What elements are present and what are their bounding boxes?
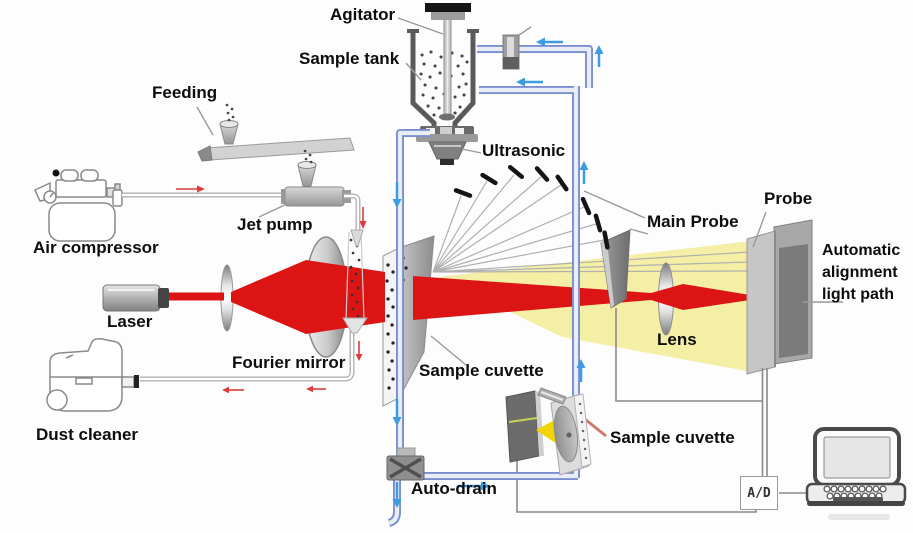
dust-cleaner (46, 338, 139, 412)
flow-arrows-red (176, 185, 367, 394)
probe-detector (746, 219, 813, 375)
label-feeding: Feeding (152, 83, 218, 102)
venturi-nozzle (350, 229, 364, 247)
agitator-motor (425, 3, 471, 12)
label-automatic-alignment-line1: Automatic (822, 242, 901, 259)
suction-hose (140, 330, 355, 382)
label-automatic-alignment: Automatic alignment light path (822, 240, 900, 306)
label-automatic-alignment-line2: alignment (822, 264, 898, 281)
collector-funnel (342, 317, 368, 334)
label-main-probe: Main Probe (647, 212, 739, 231)
label-auto-drain: Auto-drain (411, 479, 497, 498)
particle-free-fall-stream (345, 231, 365, 324)
ad-converter-label: A/D (747, 485, 771, 501)
flow-arrows-blue (392, 37, 604, 508)
label-dust-cleaner: Dust cleaner (36, 425, 139, 444)
label-lens: Lens (657, 330, 697, 349)
label-ultrasonic: Ultrasonic (482, 141, 566, 160)
detector-array-dashes (453, 164, 610, 250)
cuvette-particle-dots (385, 256, 408, 390)
laser-source (102, 284, 169, 312)
wet-sample-cuvette (505, 387, 592, 476)
label-sample-tank: Sample tank (299, 49, 400, 68)
ultrasonic-transducer (416, 126, 478, 165)
feeder-tray (197, 137, 355, 162)
label-automatic-alignment-line3: light path (822, 286, 894, 303)
label-sample-cuvette-dry: Sample cuvette (419, 361, 544, 380)
diffraction-rays (432, 174, 751, 273)
label-agitator: Agitator (330, 5, 396, 24)
laser-beam (167, 260, 750, 334)
jet-pump (281, 186, 351, 207)
label-sample-cuvette-wet: Sample cuvette (610, 428, 735, 447)
pipe-valve (502, 34, 520, 70)
main-probe (600, 229, 631, 309)
label-jet-pump: Jet pump (237, 215, 313, 234)
agitator (425, 3, 471, 121)
label-probe: Probe (764, 189, 813, 208)
feed-particles (225, 103, 313, 164)
wet-detector-panel (505, 390, 540, 463)
jet-pump-outlet-tube (344, 193, 361, 232)
auto-drain-valve (386, 447, 425, 481)
air-compressor (34, 169, 123, 242)
signal-wires (516, 308, 810, 513)
label-fourier-mirror: Fourier mirror (232, 353, 346, 372)
scattered-light-fan (438, 241, 752, 372)
leader-lines (196, 17, 843, 366)
ad-converter-box: A/D (740, 476, 778, 510)
label-laser: Laser (107, 312, 153, 331)
label-air-compressor: Air compressor (33, 238, 159, 257)
computer-laptop (805, 427, 907, 520)
feed-hopper (219, 120, 239, 145)
jet-pump-hopper (297, 161, 317, 187)
